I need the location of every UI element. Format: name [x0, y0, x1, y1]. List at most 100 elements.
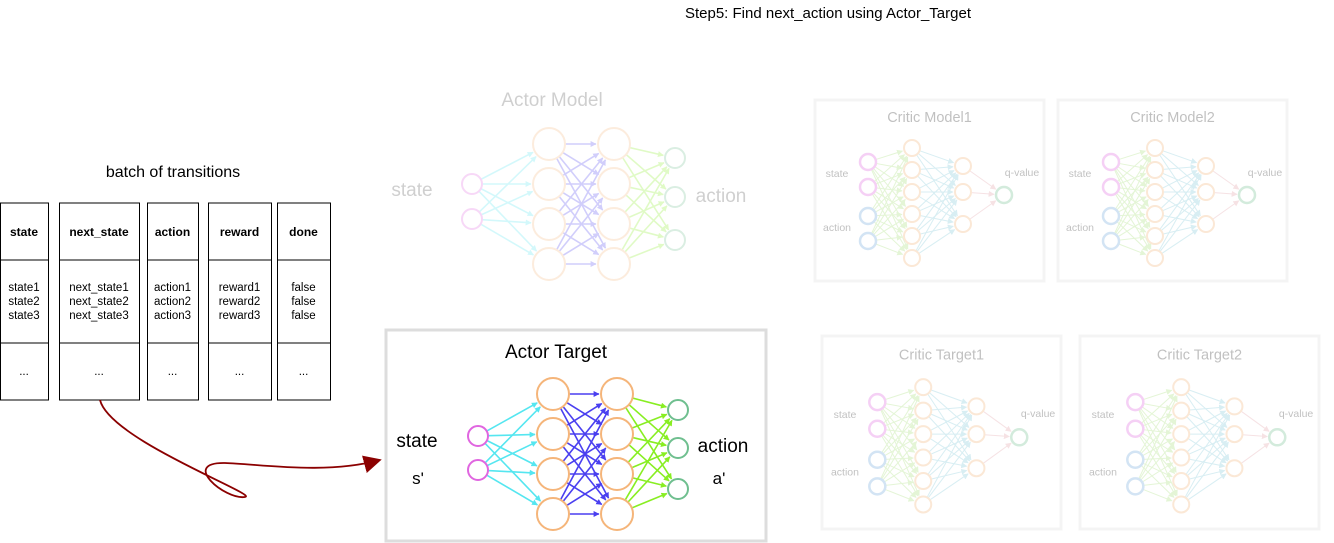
- output-node: [667, 437, 689, 459]
- transitions-table: statestate1state2state3...next_statenext…: [0, 202, 331, 401]
- state-input-node: [1126, 392, 1145, 412]
- network-edge: [880, 395, 920, 480]
- state-input-node: [1101, 177, 1121, 197]
- hidden-node: [600, 377, 634, 411]
- table-cell: false: [291, 310, 315, 322]
- network-edge: [1188, 458, 1226, 469]
- actor-model-output-label: action: [696, 186, 747, 207]
- network-edge: [480, 187, 534, 217]
- hidden-node: [600, 497, 634, 531]
- network-edge: [1212, 170, 1240, 190]
- network-nodes: [461, 127, 686, 281]
- network-edge: [1161, 229, 1199, 254]
- network-edge: [566, 481, 603, 506]
- network-edge: [880, 408, 919, 473]
- network-edge: [1160, 175, 1200, 218]
- network-edge: [1116, 176, 1149, 211]
- action-input-node: [1126, 450, 1145, 469]
- network-edge: [872, 198, 906, 236]
- hidden-node: [903, 139, 921, 157]
- network-edge: [982, 442, 1012, 464]
- hidden-node: [1225, 397, 1244, 416]
- table-cell-ellipsis: ...: [19, 366, 29, 378]
- table-cell: state2: [8, 296, 39, 308]
- network-edge: [929, 437, 969, 464]
- hidden-node: [1172, 378, 1191, 397]
- network-edge: [1160, 198, 1199, 232]
- table-cell-ellipsis: ...: [168, 366, 178, 378]
- network-edge: [628, 201, 665, 219]
- page-title: Step5: Find next_action using Actor_Targ…: [685, 5, 972, 22]
- network-edge: [486, 474, 538, 506]
- hidden-node: [954, 157, 972, 175]
- critic-state-label: state: [826, 168, 849, 180]
- network-edge: [1142, 438, 1174, 457]
- network-edge: [917, 152, 956, 186]
- network-edge: [1118, 218, 1147, 233]
- network-edge: [627, 456, 671, 503]
- actor-target: Actor Target state s' action a': [384, 328, 768, 543]
- network-edge: [1141, 462, 1174, 483]
- network-edge: [1118, 234, 1146, 241]
- action-input-node: [1126, 477, 1145, 496]
- table-header: next_state: [69, 225, 129, 239]
- network-edge: [873, 176, 906, 211]
- action-input-node: [858, 231, 878, 251]
- network-edge: [1116, 154, 1148, 183]
- network-edge: [919, 215, 954, 224]
- hidden-node: [532, 207, 566, 241]
- network-edge: [970, 190, 995, 197]
- hidden-node: [597, 127, 631, 161]
- critic-qvalue-label: q-value: [1005, 167, 1040, 179]
- critic-box: [1056, 98, 1289, 283]
- qvalue-output-node: [994, 185, 1014, 205]
- hidden-node: [600, 417, 634, 451]
- network-edge: [625, 194, 667, 233]
- network-edge: [875, 187, 903, 194]
- table-header: done: [289, 225, 318, 239]
- network-edge: [931, 404, 968, 411]
- hidden-node: [967, 459, 986, 478]
- network-edge: [631, 492, 668, 509]
- network-edge: [562, 232, 600, 257]
- network-edge: [875, 218, 904, 233]
- network-edge: [918, 195, 956, 220]
- output-node: [667, 399, 689, 421]
- network-edges: [478, 141, 670, 267]
- table-cell: action3: [154, 310, 191, 322]
- network-edge: [928, 412, 970, 453]
- hidden-node: [954, 183, 972, 201]
- network-edge: [487, 469, 536, 476]
- actor-target-title: Actor Target: [505, 342, 608, 363]
- network-edge: [1188, 468, 1226, 480]
- network-nodes: [1101, 139, 1257, 267]
- network-edge: [1242, 433, 1268, 440]
- hidden-node: [1197, 157, 1215, 175]
- network-edge: [481, 218, 532, 226]
- network-edge: [628, 444, 670, 482]
- table-column-box: [0, 202, 49, 401]
- table-cell: state1: [8, 282, 39, 294]
- network-edge: [1162, 172, 1198, 189]
- output-node: [664, 229, 686, 251]
- network-edge: [1142, 462, 1173, 478]
- network-edge: [1160, 172, 1200, 209]
- action-input-node: [1101, 231, 1121, 251]
- network-edge: [1187, 437, 1227, 464]
- network-edge: [882, 393, 917, 424]
- network-edge: [1159, 199, 1201, 252]
- network-edge: [873, 154, 905, 183]
- network-edges: [870, 149, 997, 256]
- network-edge: [632, 397, 667, 409]
- network-edge: [1117, 166, 1148, 187]
- batch-title: batch of transitions: [106, 164, 240, 181]
- table-column-done: donefalsefalsefalse...: [277, 202, 331, 401]
- actor-target-input-sub: s': [412, 469, 424, 488]
- network-edge: [1114, 177, 1151, 235]
- network-edge: [883, 406, 916, 429]
- critic-action-label: action: [831, 467, 859, 479]
- hidden-node: [536, 377, 570, 411]
- network-edge: [1185, 441, 1229, 499]
- network-edge: [1161, 170, 1198, 189]
